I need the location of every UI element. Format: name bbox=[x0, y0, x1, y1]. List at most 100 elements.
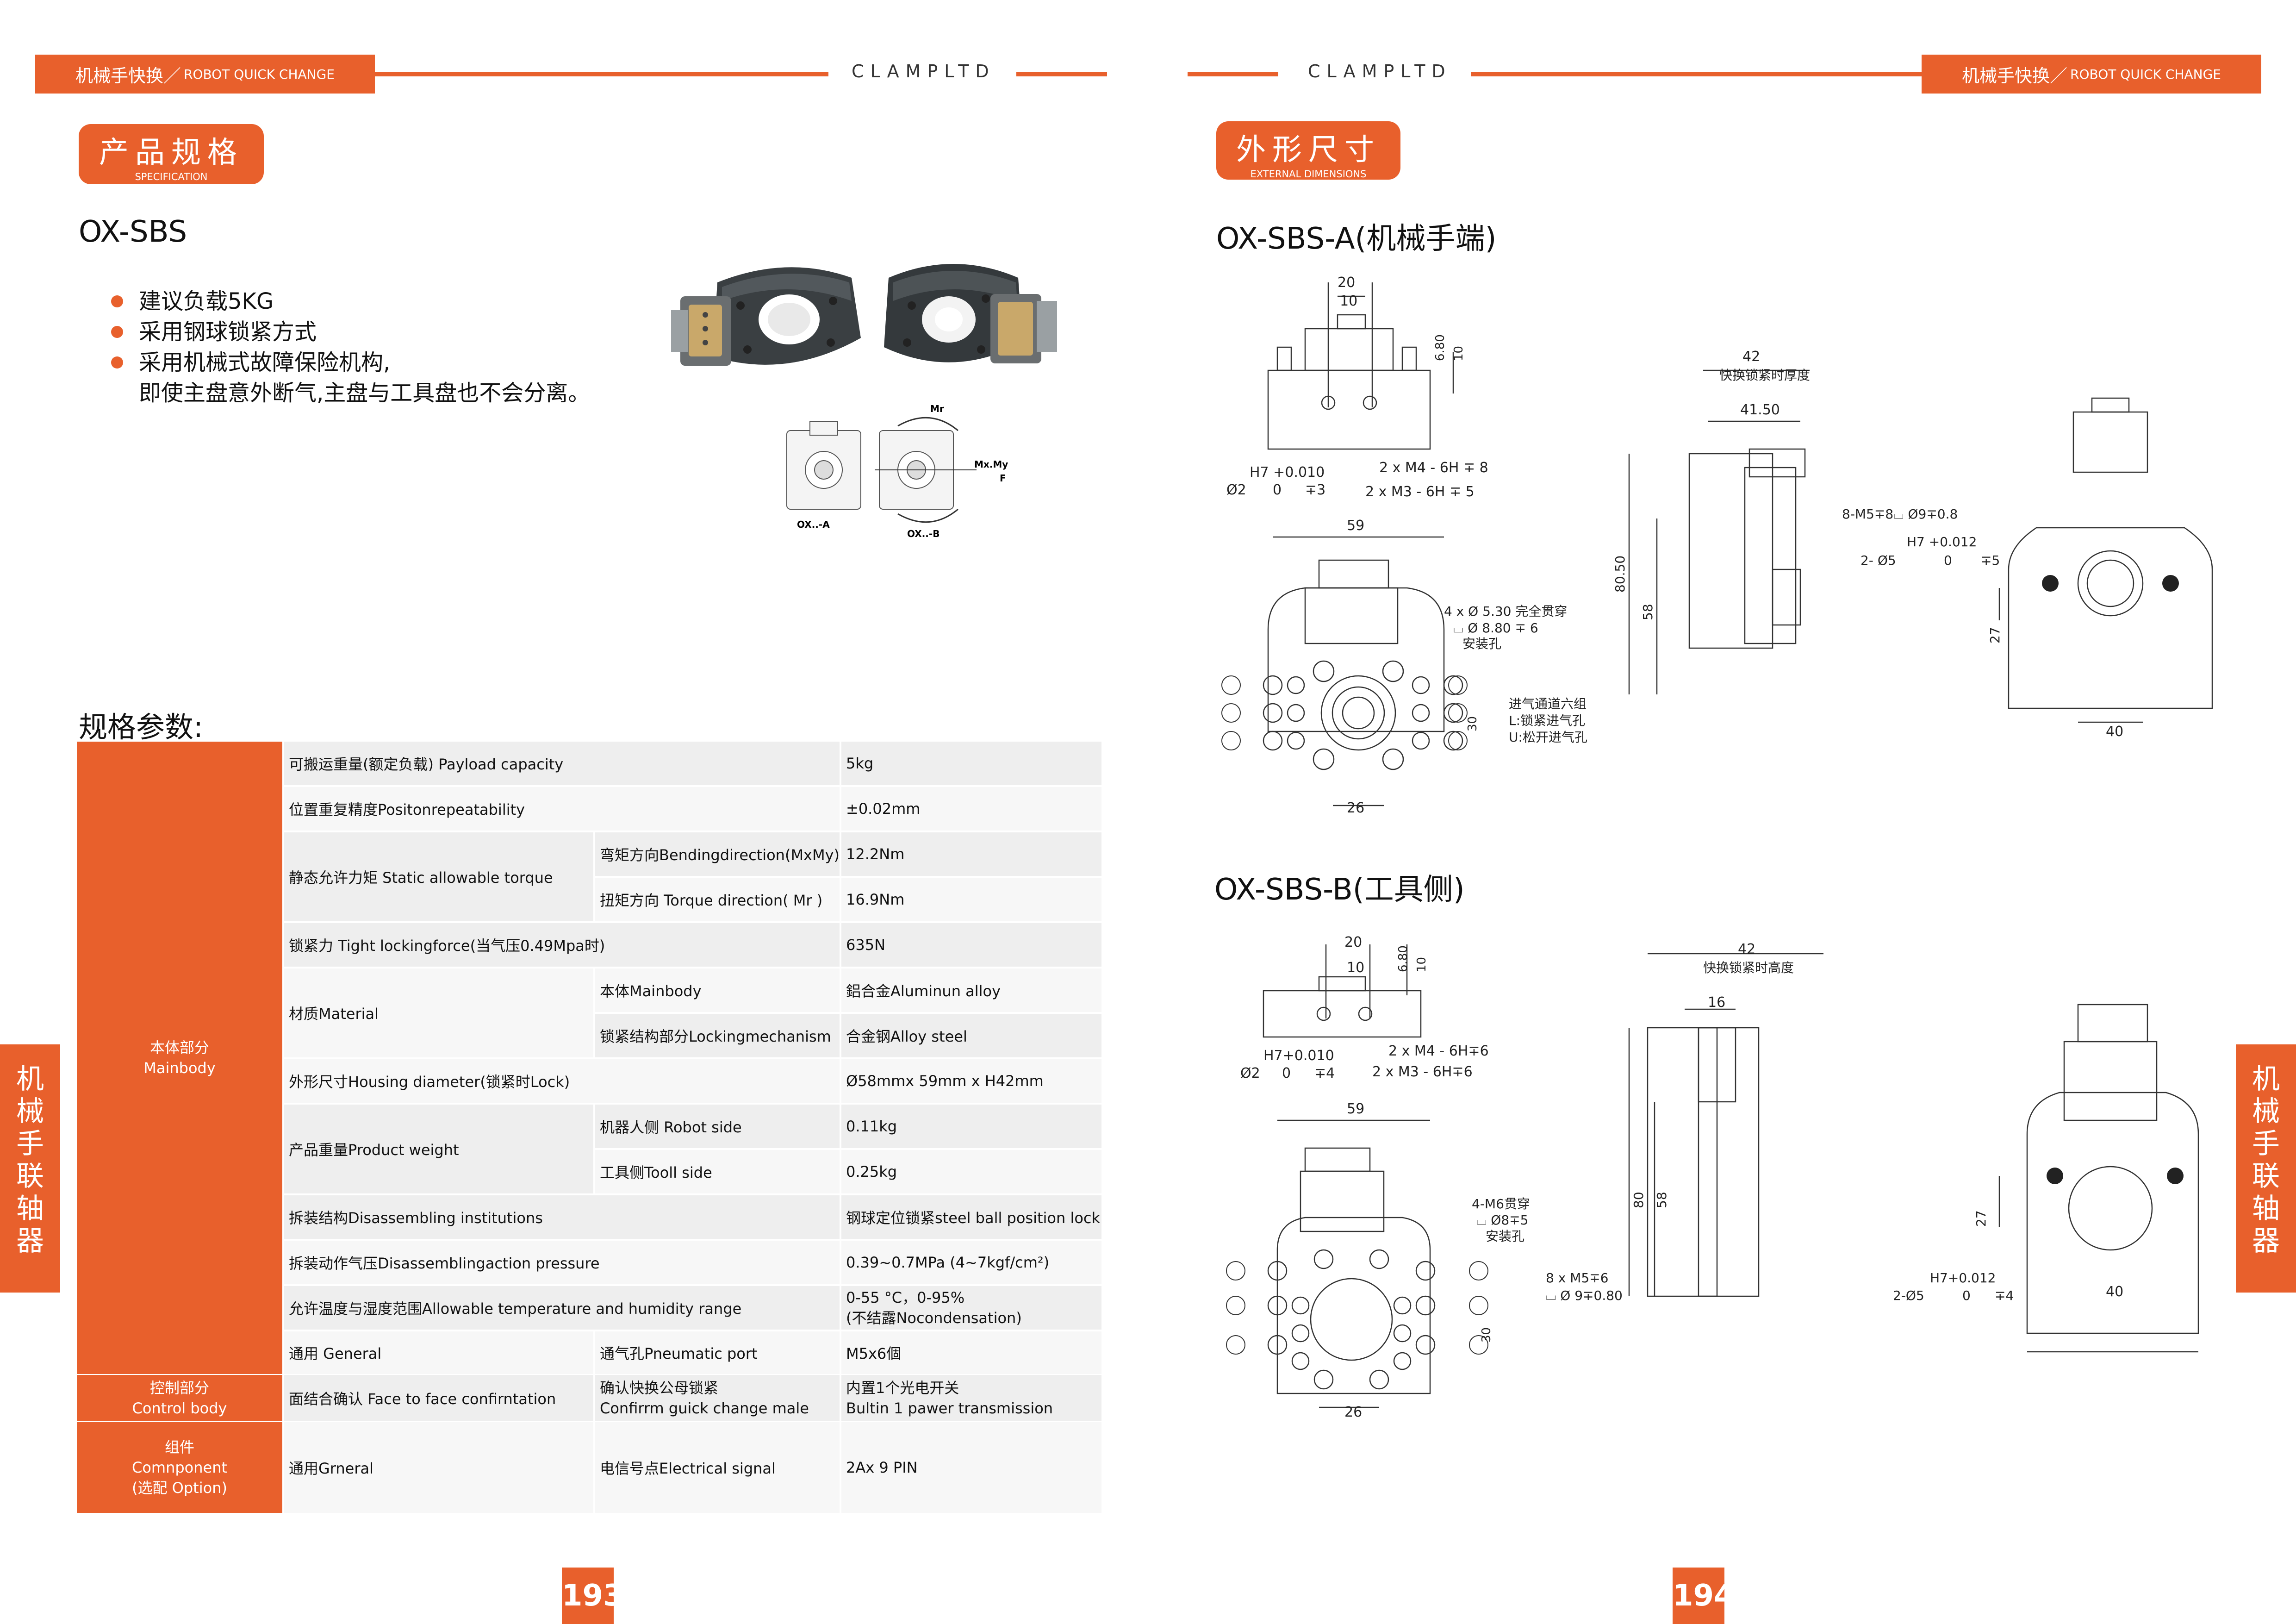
b-phi2: Ø2 bbox=[1240, 1065, 1260, 1081]
confirm-label: 确认快换公母锁紧 Confirrm guick change male bbox=[595, 1375, 840, 1421]
mxmy-label: Mx.My bbox=[974, 459, 1008, 470]
feature-item: 采用钢球锁紧方式 bbox=[111, 317, 590, 347]
left-header-tab-en: ROBOT QUICK CHANGE bbox=[184, 66, 335, 82]
a-d10v: 10 bbox=[1452, 346, 1466, 361]
a-d30: 30 bbox=[1466, 716, 1480, 731]
twist-label: 扭矩方向 Torque direction( Mr ) bbox=[595, 878, 840, 921]
a-holes3: 安装孔 bbox=[1462, 636, 1501, 651]
ox-b-label: OX..-B bbox=[907, 528, 940, 539]
a-air2: L:锁紧进气孔 bbox=[1509, 713, 1585, 728]
section-pill-dimensions: 外形尺寸 EXTERNAL DIMENSIONS bbox=[1216, 121, 1400, 180]
twist-value: 16.9Nm bbox=[841, 878, 1101, 921]
page-number-right: 194 bbox=[1673, 1568, 1735, 1624]
right-side-tab: 机械手联轴器 bbox=[2236, 1044, 2296, 1293]
left-side-tab: 机械手联轴器 bbox=[0, 1044, 60, 1293]
a-depth5: ∓5 bbox=[1981, 553, 2000, 568]
b-h7: H7+0.010 bbox=[1263, 1048, 1334, 1064]
tool-side-unit-photo bbox=[884, 264, 1057, 363]
feature-item: 建议负载5KG bbox=[111, 286, 590, 317]
model-title: OX-SBS bbox=[79, 215, 187, 249]
a-d26: 26 bbox=[1347, 800, 1364, 816]
b-depth4b: ∓4 bbox=[1995, 1288, 2014, 1303]
pressure-label: 拆装动作气压Disassemblingaction pressure bbox=[284, 1241, 840, 1284]
right-header-line-2 bbox=[1471, 72, 1922, 76]
right-header-line-1 bbox=[1188, 72, 1278, 76]
b-depth4: ∓4 bbox=[1314, 1065, 1335, 1081]
a-d59: 59 bbox=[1347, 518, 1364, 534]
a-m3: 2 x M3 - 6H ∓ 5 bbox=[1365, 484, 1475, 500]
right-brand: CLAMPLTD bbox=[1308, 61, 1452, 81]
signal-value: 2Ax 9 PIN bbox=[841, 1422, 1101, 1513]
lockmech-label: 锁紧结构部分Lockingmechanism bbox=[595, 1014, 840, 1057]
body-value: 鋁合金Aluminun alloy bbox=[841, 968, 1101, 1012]
repeat-value: ±0.02mm bbox=[841, 787, 1101, 831]
b-d59: 59 bbox=[1347, 1101, 1364, 1117]
section-pill-en: SPECIFICATION bbox=[135, 171, 208, 182]
a-m4: 2 x M4 - 6H ∓ 8 bbox=[1379, 460, 1488, 476]
a-d42: 42 bbox=[1742, 349, 1760, 365]
b-h7b: H7+0.012 bbox=[1930, 1270, 1996, 1286]
temp-value: 0-55 °C，0-95% (不结露Nocondensation) bbox=[841, 1286, 1101, 1330]
a-h7b: H7 +0.012 bbox=[1907, 534, 1977, 550]
confirm-value-2: Bultin 1 pawer transmission bbox=[846, 1399, 1053, 1417]
bending-value: 12.2Nm bbox=[841, 832, 1101, 876]
housing-label: 外形尺寸Housing diameter(锁紧时Lock) bbox=[284, 1059, 840, 1103]
left-header-line-2 bbox=[1016, 72, 1107, 76]
b-d10: 10 bbox=[1347, 960, 1364, 976]
right-header-tab: 机械手快换／ ROBOT QUICK CHANGE bbox=[1922, 55, 2261, 94]
disassembly-label: 拆装结构Disassembling institutions bbox=[284, 1195, 840, 1239]
section-pill-cn-right: 外形尺寸 bbox=[1236, 133, 1381, 167]
ox-a-label: OX..-A bbox=[797, 519, 830, 530]
b-holes2: ⌴ Ø8∓5 bbox=[1476, 1212, 1528, 1228]
temp-value-2: (不结露Nocondensation) bbox=[846, 1309, 1022, 1327]
robot-side-value: 0.11kg bbox=[841, 1105, 1101, 1148]
section-pill-en-right: EXTERNAL DIMENSIONS bbox=[1250, 169, 1367, 180]
group-component: 组件 Comnponent (选配 Option) bbox=[77, 1422, 282, 1513]
a-d20: 20 bbox=[1338, 275, 1355, 291]
feature-item: 采用机械式故障保险机构, bbox=[111, 347, 590, 378]
b-m5a: 8 x M5∓6 bbox=[1546, 1270, 1608, 1286]
b-d80: 80 bbox=[1631, 1192, 1646, 1208]
b-zero: 0 bbox=[1282, 1065, 1291, 1081]
drawing-a: 20 10 6.80 10 H7 +0.010 Ø2 0 ∓3 2 x M4 -… bbox=[1221, 275, 2213, 816]
a-d27: 27 bbox=[1987, 627, 2003, 643]
b-d30: 30 bbox=[1480, 1327, 1493, 1343]
disassembly-value: 钢球定位锁紧steel ball position lock bbox=[841, 1195, 1101, 1239]
torque-label: 静态允许力矩 Static allowable torque bbox=[284, 832, 593, 921]
lockmech-value: 合金钢Alloy steel bbox=[841, 1014, 1101, 1057]
a-d8050: 80.50 bbox=[1612, 556, 1628, 593]
mr-label: Mr bbox=[930, 403, 944, 414]
confirm-label-1: 确认快换公母锁紧 bbox=[600, 1379, 719, 1397]
model-a-title: OX-SBS-A(机械手端) bbox=[1216, 222, 1497, 256]
tool-side-value: 0.25kg bbox=[841, 1150, 1101, 1193]
b-d40: 40 bbox=[2106, 1284, 2123, 1300]
f-label: F bbox=[1000, 473, 1006, 484]
a-thick: 快换锁紧时厚度 bbox=[1719, 368, 1810, 383]
body-label: 本体Mainbody bbox=[595, 968, 840, 1012]
signal-label: 电信号点Electrical signal bbox=[595, 1422, 840, 1513]
a-air1: 进气通道六组 bbox=[1509, 696, 1587, 712]
a-d58: 58 bbox=[1640, 604, 1655, 620]
material-label: 材质Material bbox=[284, 968, 593, 1057]
bending-label: 弯矩方向Bendingdirection(MxMy) bbox=[595, 832, 840, 876]
robot-side-label: 机器人侧 Robot side bbox=[595, 1105, 840, 1148]
confirm-value: 内置1个光电开关 Bultin 1 pawer transmission bbox=[841, 1375, 1101, 1421]
b-d680: 6.80 bbox=[1396, 945, 1410, 972]
group-control: 控制部分 Control body bbox=[77, 1375, 282, 1421]
general2-label: 通用Grneral bbox=[284, 1422, 593, 1513]
right-header-tab-en: ROBOT QUICK CHANGE bbox=[2070, 66, 2221, 82]
a-air3: U:松开进气孔 bbox=[1509, 730, 1587, 745]
payload-value: 5kg bbox=[841, 742, 1101, 785]
feature-continuation: 即使主盘意外断气,主盘与工具盘也不会分离。 bbox=[139, 380, 591, 406]
a-holes1: 4 x Ø 5.30 完全贯穿 bbox=[1444, 604, 1567, 619]
b-d42: 42 bbox=[1738, 941, 1755, 957]
temp-value-1: 0-55 °C，0-95% bbox=[846, 1289, 965, 1306]
b-m5b: ⌴ Ø 9∓0.80 bbox=[1546, 1288, 1623, 1303]
lock-value: 635N bbox=[841, 923, 1101, 967]
b-d20: 20 bbox=[1344, 934, 1362, 950]
temp-label: 允许温度与湿度范围Allowable temperature and humid… bbox=[284, 1286, 840, 1330]
b-height: 快换锁紧时高度 bbox=[1703, 960, 1794, 975]
left-header-tab-cn: 机械手快换／ bbox=[75, 65, 181, 86]
spec-table: 本体部分 Mainbody 控制部分 Control body 组件 Comnp… bbox=[77, 742, 1101, 1513]
coupling-diagram: Mr Mx.My F OX..-A OX..-B bbox=[786, 403, 1008, 539]
